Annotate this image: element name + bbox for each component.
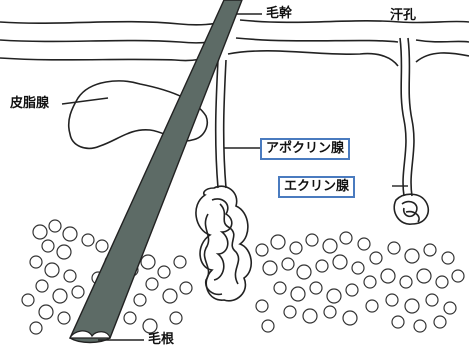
label-hair-root: 毛根 <box>148 332 175 347</box>
eccrine-gland-shape <box>393 37 430 225</box>
label-sweat-pore: 汗孔 <box>390 8 417 23</box>
apocrine-gland-shape <box>195 59 252 302</box>
leader-lines <box>61 13 408 341</box>
dermis-cells <box>21 219 465 335</box>
hair-shaft-shape <box>69 0 243 344</box>
epidermis-layers <box>0 19 469 67</box>
label-eccrine-gland: エクリン腺 <box>278 176 356 198</box>
label-hair-shaft: 毛幹 <box>266 6 293 21</box>
label-sebaceous-gland: 皮脂腺 <box>10 96 50 111</box>
label-apocrine-gland: アポクリン腺 <box>260 138 351 160</box>
